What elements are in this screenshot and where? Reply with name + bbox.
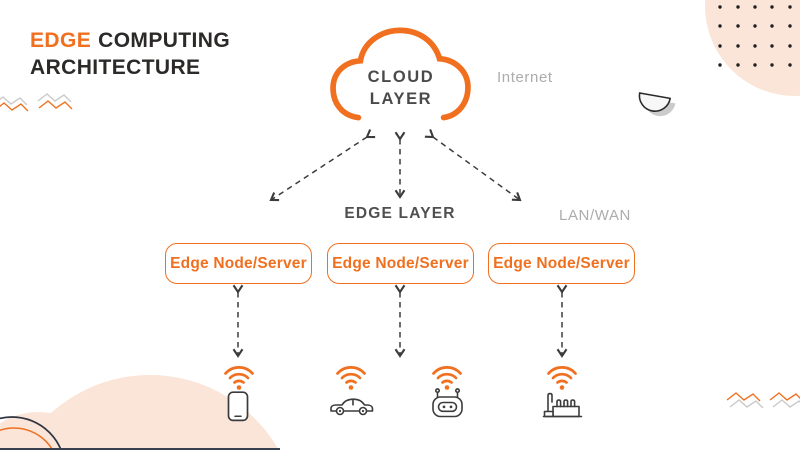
bottom-left-decoration	[0, 375, 280, 450]
lan-wan-label: LAN/WAN	[559, 207, 631, 224]
arrow-cloud-to-node-1	[271, 137, 367, 200]
edge-node-box-1: Edge Node/Server	[165, 243, 312, 284]
wifi-icon	[224, 366, 254, 390]
cloud-label-line2: LAYER	[369, 90, 433, 108]
internet-label: Internet	[497, 69, 553, 86]
title-rest: COMPUTING	[98, 29, 231, 52]
edge-layer-label: EDGE LAYER	[344, 205, 456, 222]
half-moon-icon	[638, 92, 676, 117]
factory-icon	[542, 392, 583, 418]
arrow-cloud-to-node-3	[433, 137, 520, 200]
connected-car-icon	[330, 398, 374, 416]
wifi-icon	[336, 366, 366, 390]
cloud-layer-label: CLOUD LAYER	[330, 66, 472, 110]
edge-node-label: Edge Node/Server	[493, 254, 630, 272]
title-line2: ARCHITECTURE	[30, 56, 201, 79]
title-highlight: EDGE	[30, 29, 92, 52]
edge-node-box-3: Edge Node/Server	[488, 243, 635, 284]
wifi-icon	[547, 366, 577, 390]
zigzag-lines-top-left	[0, 93, 73, 112]
edge-node-box-2: Edge Node/Server	[327, 243, 474, 284]
wifi-icon	[432, 366, 462, 390]
cloud-icon	[330, 27, 471, 121]
dot-grid-icon	[718, 5, 792, 67]
edge-node-label: Edge Node/Server	[170, 254, 307, 272]
zigzag-lines-bottom-right	[726, 392, 800, 409]
peach-circle-top-right	[705, 0, 800, 96]
page-title: EDGE COMPUTING ARCHITECTURE	[30, 27, 230, 81]
robot-icon	[432, 388, 463, 418]
smartphone-icon	[227, 391, 249, 422]
edge-node-label: Edge Node/Server	[332, 254, 469, 272]
cloud-label-line1: CLOUD	[367, 68, 435, 86]
